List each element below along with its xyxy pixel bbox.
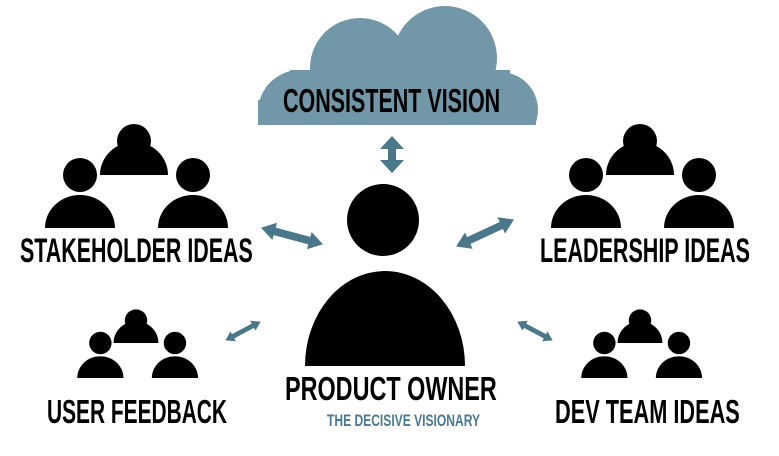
dev-team-label: DEV TEAM IDEAS bbox=[555, 393, 740, 431]
double-arrow-icon bbox=[222, 316, 264, 346]
cloud-label: CONSISTENT VISION bbox=[283, 82, 500, 120]
leadership-label: LEADERSHIP IDEAS bbox=[540, 232, 750, 270]
double-arrow-icon bbox=[380, 136, 404, 173]
user-feedback-label: USER FEEDBACK bbox=[47, 393, 227, 431]
double-arrow-icon bbox=[452, 211, 518, 255]
dev-group-icon bbox=[581, 309, 703, 378]
leadership-group-icon bbox=[551, 124, 734, 228]
stakeholder-label: STAKEHOLDER IDEAS bbox=[20, 232, 253, 270]
double-arrow-icon bbox=[258, 219, 326, 253]
center-subtitle: THE DECISIVE VISIONARY bbox=[327, 410, 481, 429]
user-group-icon bbox=[77, 309, 199, 378]
stakeholder-group-icon bbox=[45, 124, 228, 228]
center-title: PRODUCT OWNER bbox=[285, 370, 497, 408]
person-icon bbox=[305, 184, 465, 366]
double-arrow-icon bbox=[514, 316, 556, 346]
